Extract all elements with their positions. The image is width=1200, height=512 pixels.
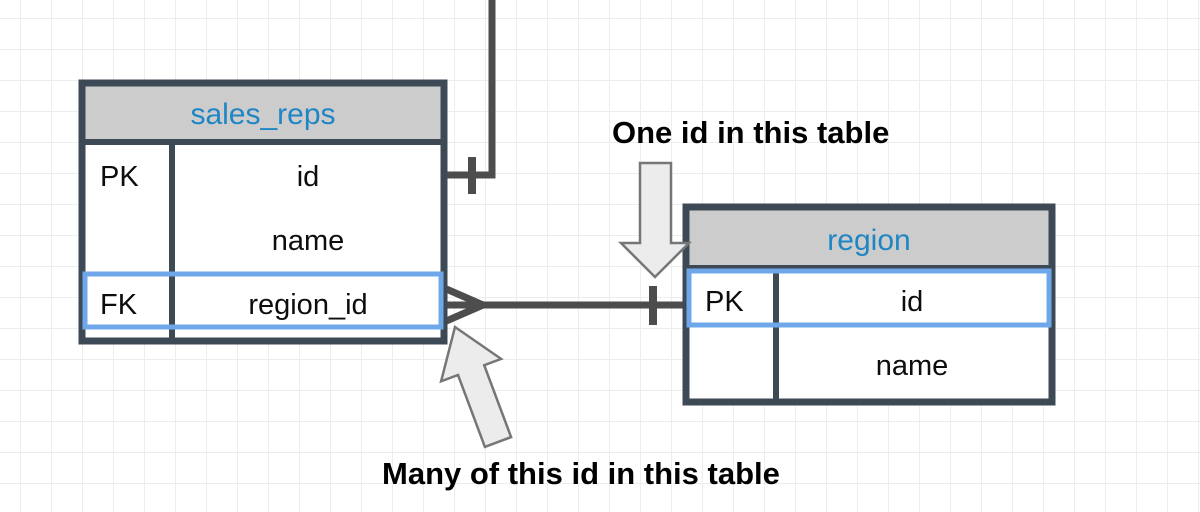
- table-region-header-fill: [689, 210, 1049, 266]
- table-sales-reps[interactable]: sales_reps PK id name FK region_id: [78, 79, 448, 345]
- table-sales-reps-row0-field: id: [297, 161, 320, 193]
- table-row[interactable]: FK region_id: [82, 271, 444, 330]
- down-arrow-icon: [617, 161, 693, 279]
- annotation-one-side: One id in this table: [612, 115, 889, 279]
- table-sales-reps-row0-key: PK: [100, 161, 139, 193]
- table-region-row1-field: name: [876, 350, 949, 382]
- crows-foot-many-symbol: [442, 284, 485, 326]
- table-sales-reps-row2-key: FK: [100, 289, 138, 321]
- table-row[interactable]: PK id: [100, 161, 319, 193]
- table-sales-reps-header-fill: [85, 86, 441, 140]
- table-sales-reps-row2-field: region_id: [248, 289, 367, 321]
- secondary-connector-line: [445, 0, 496, 179]
- annotation-one-side-text: One id in this table: [612, 115, 889, 150]
- table-sales-reps-row2-highlight: [82, 271, 444, 330]
- secondary-connector-group: [445, 0, 496, 194]
- table-row[interactable]: name: [272, 225, 345, 257]
- table-sales-reps-title: sales_reps: [190, 98, 335, 131]
- table-region-row0-key: PK: [705, 286, 744, 318]
- table-region-row0-field: id: [901, 286, 924, 318]
- table-region[interactable]: region PK id name: [682, 203, 1056, 406]
- annotation-many-side-text: Many of this id in this table: [382, 456, 780, 491]
- table-region-title: region: [827, 224, 910, 257]
- relationship-connector-group: [442, 284, 688, 326]
- table-region-row0-highlight: [686, 268, 1052, 328]
- table-row[interactable]: PK id: [686, 268, 1052, 328]
- up-arrow-tilted-icon: [439, 324, 513, 449]
- table-sales-reps-row1-field: name: [272, 225, 345, 257]
- table-row[interactable]: name: [876, 350, 949, 382]
- annotation-many-side: Many of this id in this table: [382, 324, 780, 491]
